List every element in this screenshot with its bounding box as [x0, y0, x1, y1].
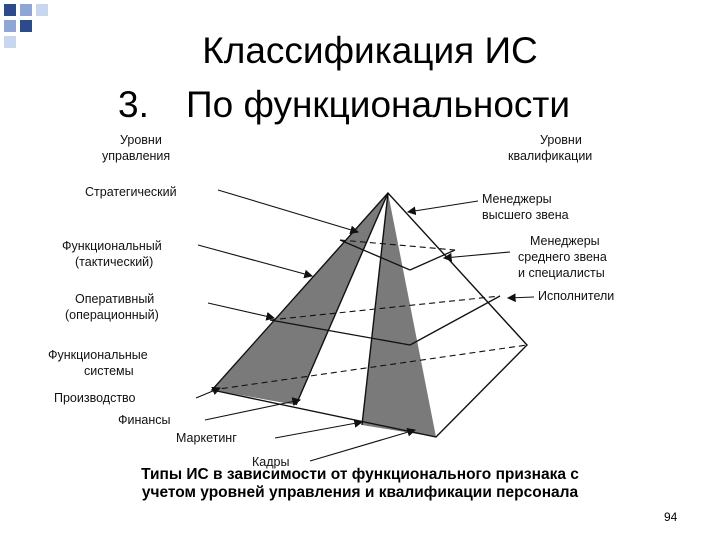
- label-operational-2: (операционный): [65, 308, 159, 322]
- label-executors: Исполнители: [538, 289, 614, 303]
- pyramid-face-marketing: [362, 193, 436, 437]
- label-top-managers: Менеджеры: [482, 192, 552, 206]
- corner-square: [4, 36, 16, 48]
- label-management-levels-2: управления: [102, 149, 170, 163]
- label-line: Функциональный: [62, 239, 162, 253]
- corner-square: [4, 4, 16, 16]
- label-qualification-levels-2: квалификации: [508, 149, 592, 163]
- corner-square: [36, 4, 48, 16]
- corner-square: [20, 20, 32, 32]
- label-personnel: Кадры: [252, 455, 289, 469]
- label-line: среднего звена: [518, 250, 607, 264]
- caption-line-2: учетом уровней управления и квалификации…: [141, 484, 579, 501]
- title-text: Классификация ИС: [202, 30, 538, 71]
- label-line: и специалисты: [518, 266, 605, 280]
- label-line: Функциональные: [48, 348, 148, 362]
- label-line: Оперативный: [75, 292, 154, 306]
- page-number: 94: [664, 510, 678, 524]
- label-line: управления: [102, 149, 170, 163]
- label-management-levels: Уровни: [120, 133, 162, 147]
- label-line: Уровни: [540, 133, 582, 147]
- label-middle-managers: Менеджеры: [530, 234, 600, 248]
- pyramid-hidden-edges: [211, 239, 528, 391]
- label-line: системы: [84, 364, 134, 378]
- corner-square: [20, 4, 32, 16]
- label-line: квалификации: [508, 149, 592, 163]
- label-middle-managers-3: и специалисты: [518, 266, 605, 280]
- corner-squares-decoration: [0, 0, 100, 70]
- subtitle-text: По функциональности: [186, 84, 571, 125]
- label-line: Менеджеры: [530, 234, 600, 248]
- pyramid-level-lines: [269, 239, 501, 346]
- label-operational: Оперативный: [75, 292, 154, 306]
- label-line: Уровни: [120, 133, 162, 147]
- subtitle-number: 3.: [118, 84, 149, 125]
- label-finance: Финансы: [118, 413, 170, 427]
- diagram-caption: Типы ИС в зависимости от функционального…: [50, 466, 670, 502]
- label-line: (операционный): [65, 308, 159, 322]
- label-functional-tactical: Функциональный: [62, 239, 162, 253]
- slide-title: Классификация ИС: [110, 28, 630, 74]
- label-top-managers-2: высшего звена: [482, 208, 569, 222]
- label-strategic: Стратегический: [85, 185, 177, 199]
- label-production: Производство: [54, 391, 136, 405]
- label-marketing: Маркетинг: [176, 431, 237, 445]
- label-middle-managers-2: среднего звена: [518, 250, 607, 264]
- label-functional-systems: Функциональные: [48, 348, 148, 362]
- pyramid-face-production: [212, 193, 388, 405]
- label-line: Менеджеры: [482, 192, 552, 206]
- label-functional-systems-2: системы: [84, 364, 134, 378]
- label-qualification-levels: Уровни: [540, 133, 582, 147]
- label-functional-tactical-2: (тактический): [75, 255, 153, 269]
- label-arrows: [195, 189, 535, 462]
- label-line: (тактический): [75, 255, 153, 269]
- caption-line-1: Типы ИС в зависимости от функционального…: [141, 466, 579, 483]
- corner-square: [4, 20, 16, 32]
- label-line: высшего звена: [482, 208, 569, 222]
